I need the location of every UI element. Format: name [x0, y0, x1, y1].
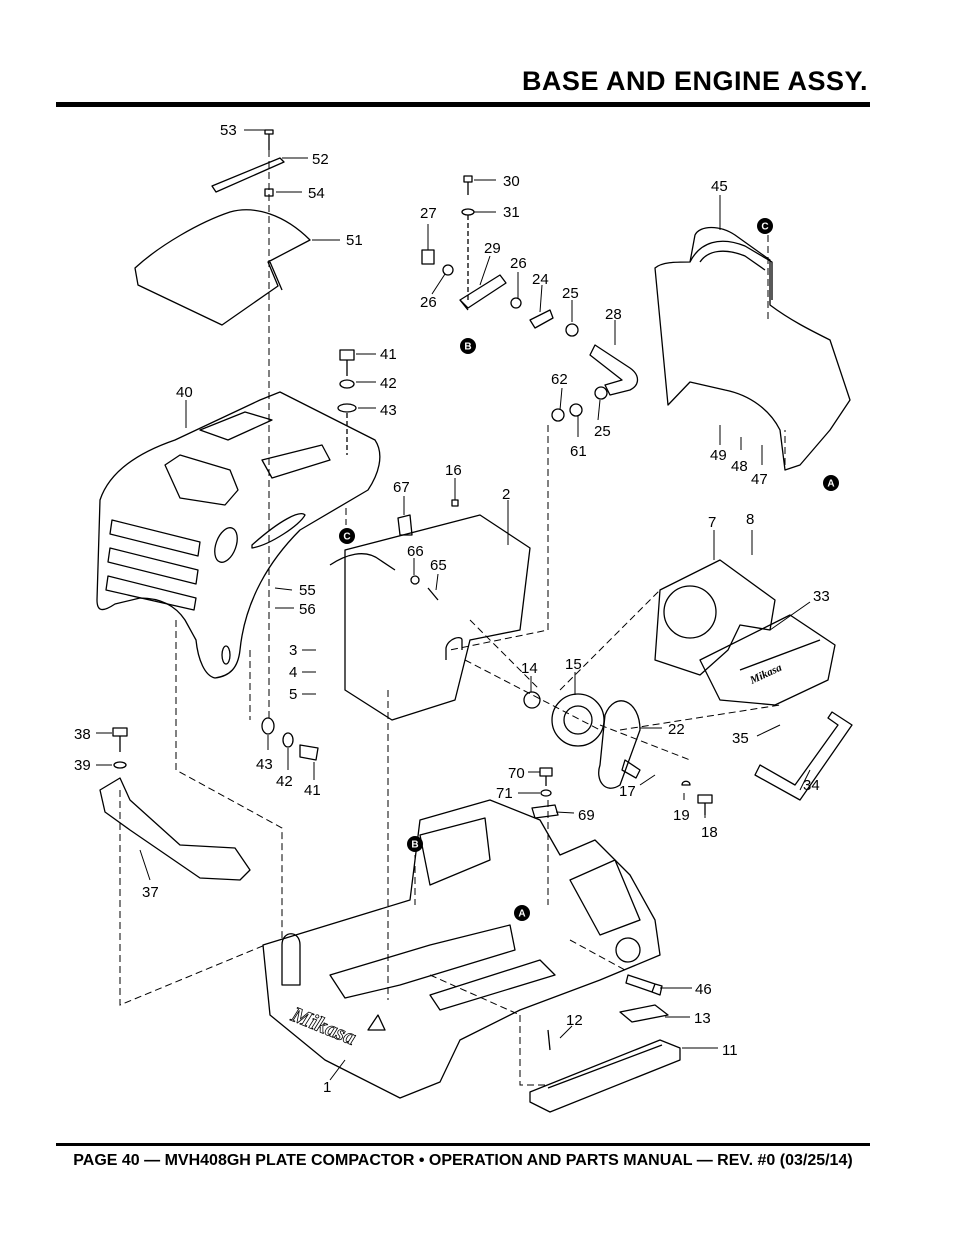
callout-61: 61: [570, 443, 587, 460]
callout-29: 29: [484, 240, 501, 257]
page-footer: PAGE 40 — MVH408GH PLATE COMPACTOR • OPE…: [73, 1152, 853, 1169]
callout-30: 30: [503, 173, 520, 190]
title-divider: [56, 102, 870, 107]
callout-48: 48: [731, 458, 748, 475]
callout-43: 43: [380, 402, 397, 419]
callout-49: 49: [710, 447, 727, 464]
callout-17: 17: [619, 783, 636, 800]
part-upper-hardware: [337, 349, 357, 455]
callout-70: 70: [508, 765, 525, 782]
part-bracket-strip: [211, 157, 285, 193]
callout-35: 35: [732, 730, 749, 747]
callout-7: 7: [708, 514, 716, 531]
callout-55: 55: [299, 582, 316, 599]
callout-51: 51: [346, 232, 363, 249]
callout-12: 12: [566, 1012, 583, 1029]
callout-25: 25: [594, 423, 611, 440]
callout-13: 13: [694, 1010, 711, 1027]
callout-67: 67: [393, 479, 410, 496]
reference-markers: B C A C B A: [339, 218, 839, 921]
part-engine-shroud: [96, 391, 381, 679]
callout-24: 24: [532, 271, 549, 288]
callout-53: 53: [220, 122, 237, 139]
callout-71: 71: [496, 785, 513, 802]
callout-31: 31: [503, 204, 520, 221]
callout-43: 43: [256, 756, 273, 773]
svg-text:B: B: [464, 342, 471, 353]
callout-46: 46: [695, 981, 712, 998]
callout-40: 40: [176, 384, 193, 401]
callout-25: 25: [562, 285, 579, 302]
callout-34: 34: [803, 777, 820, 794]
callout-11: 11: [722, 1042, 738, 1059]
callout-28: 28: [605, 306, 622, 323]
callout-1: 1: [323, 1079, 331, 1096]
part-cover-plate: [134, 209, 311, 326]
callout-37: 37: [142, 884, 159, 901]
part-hose-fittings: [421, 175, 639, 422]
callout-69: 69: [578, 807, 595, 824]
svg-text:C: C: [343, 532, 350, 543]
callout-2: 2: [502, 486, 510, 503]
callout-33: 33: [813, 588, 830, 605]
callout-22: 22: [668, 721, 685, 738]
callout-56: 56: [299, 601, 316, 618]
callout-15: 15: [565, 656, 582, 673]
callout-4: 4: [289, 664, 297, 681]
callout-26: 26: [420, 294, 437, 311]
callout-14: 14: [521, 660, 538, 677]
reference-marker-c: C: [757, 218, 773, 234]
part-engine-plate: [329, 499, 531, 721]
callout-labels: 5352545130312729262624252845414243406261…: [74, 122, 830, 1096]
part-base-plate: [262, 799, 661, 1099]
callout-42: 42: [380, 375, 397, 392]
callout-41: 41: [380, 346, 397, 363]
brand-marking-base: Mikasa: [287, 1001, 360, 1050]
part-lower-hardware: [261, 717, 319, 761]
callout-47: 47: [751, 471, 768, 488]
reference-marker-b: B: [407, 836, 423, 852]
reference-marker-a: A: [823, 475, 839, 491]
callout-27: 27: [420, 205, 437, 222]
reference-marker-c: C: [339, 528, 355, 544]
part-lift-bracket: [99, 727, 251, 881]
callout-66: 66: [407, 543, 424, 560]
callout-54: 54: [308, 185, 325, 202]
part-belt-cover: [654, 559, 836, 706]
svg-text:C: C: [761, 222, 768, 233]
part-handle-guard: [654, 226, 851, 471]
callout-18: 18: [701, 824, 718, 841]
callout-42: 42: [276, 773, 293, 790]
page-title: BASE AND ENGINE ASSY.: [521, 66, 868, 96]
callout-65: 65: [430, 557, 447, 574]
callout-41: 41: [304, 782, 321, 799]
callout-39: 39: [74, 757, 91, 774]
svg-text:A: A: [827, 479, 834, 490]
part-bolt-46: [625, 974, 663, 996]
callout-3: 3: [289, 642, 297, 659]
callout-62: 62: [551, 371, 568, 388]
leader-lines: [96, 129, 811, 1081]
assembly-lines: [119, 150, 786, 1086]
callout-45: 45: [711, 178, 728, 195]
footer-divider: [56, 1143, 870, 1146]
part-handle-rod: [754, 711, 853, 801]
part-bolt-53: [264, 129, 274, 150]
callout-52: 52: [312, 151, 329, 168]
svg-text:B: B: [411, 840, 418, 851]
callout-5: 5: [289, 686, 297, 703]
callout-8: 8: [746, 511, 754, 528]
part-rubber-mat: [529, 1004, 681, 1113]
callout-16: 16: [445, 462, 462, 479]
part-clamp: [531, 767, 559, 819]
reference-marker-a: A: [514, 905, 530, 921]
reference-marker-b: B: [460, 338, 476, 354]
callout-26: 26: [510, 255, 527, 272]
svg-text:A: A: [518, 909, 525, 920]
callout-19: 19: [673, 807, 690, 824]
callout-38: 38: [74, 726, 91, 743]
